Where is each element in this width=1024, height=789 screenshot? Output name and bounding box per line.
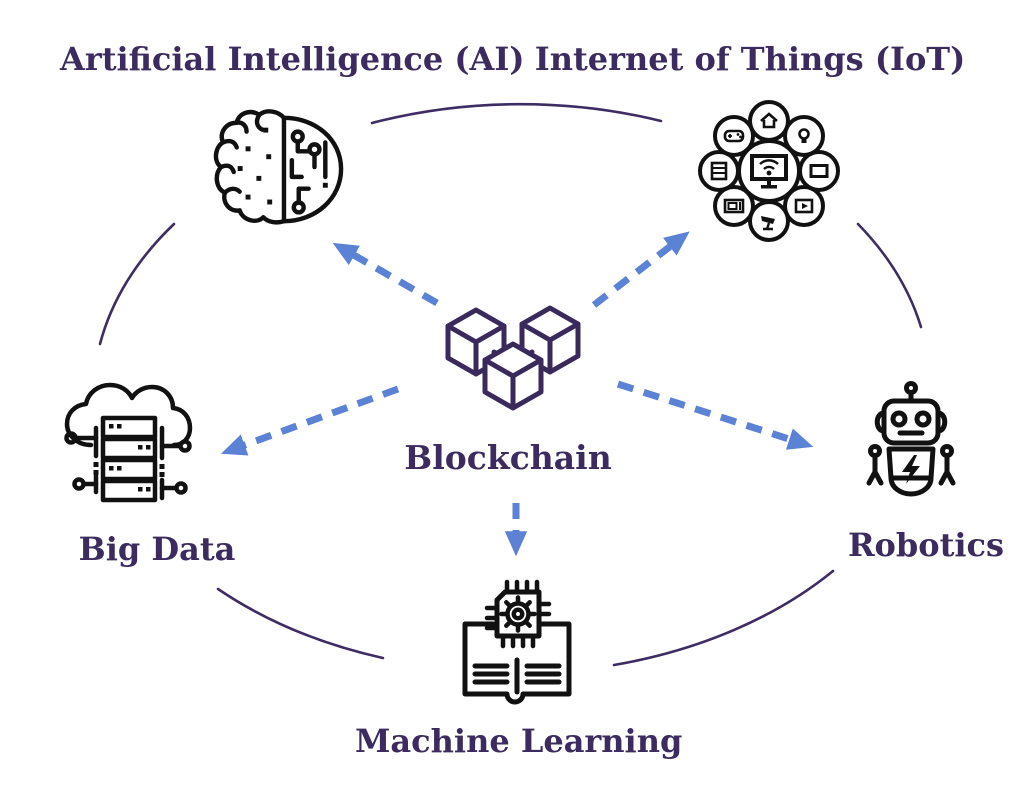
robot-icon (866, 381, 956, 497)
blockchain-cubes-icon (445, 305, 581, 411)
ai-brain-icon (213, 109, 344, 225)
arrow-blockchain-to-iot (591, 231, 690, 308)
node-label-bigdata: Big Data (78, 530, 236, 568)
arc-robotics-ml (612, 569, 835, 667)
iot-gamepad-glyph (723, 129, 745, 143)
node-label-iot: Internet of Things (IoT) (534, 40, 966, 78)
arc-ml-bigdata (216, 587, 385, 660)
iot-devices-icon (698, 100, 840, 242)
big-data-cloud-server-icon (64, 382, 193, 503)
iot-appliance-glyph (710, 161, 728, 181)
gear-glyph (499, 595, 537, 633)
arc-ai-iot (370, 102, 663, 125)
lightning-bolt-glyph (902, 455, 920, 484)
center-label-blockchain: Blockchain (404, 438, 612, 477)
arrow-blockchain-to-bigdata (220, 385, 400, 456)
arc-bigdata-ai (98, 222, 176, 346)
arrow-blockchain-to-ai (332, 242, 439, 307)
iot-bulb-glyph (798, 128, 810, 143)
arc-iot-robotics (856, 222, 923, 329)
iot-media-glyph (794, 198, 814, 214)
machine-learning-book-chip-icon (462, 579, 572, 705)
iot-home-glyph (760, 112, 778, 129)
iot-screen-glyph (809, 164, 829, 178)
node-label-ml: Machine Learning (355, 722, 683, 760)
node-label-robotics: Robotics (847, 526, 1005, 564)
arrow-blockchain-to-robotics (616, 380, 814, 450)
iot-microwave-glyph (723, 198, 745, 214)
iot-camera-glyph (761, 216, 775, 231)
node-label-ai: Artificial Intelligence (AI) (60, 40, 525, 78)
iot-monitor-glyph (750, 154, 788, 189)
